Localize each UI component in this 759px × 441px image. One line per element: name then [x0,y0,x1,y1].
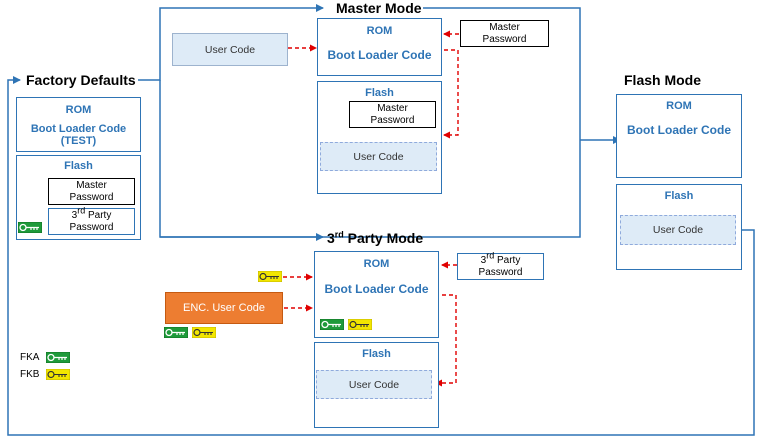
legend-fka-label: FKA [20,352,40,363]
third-tp-line2: Password [478,266,523,278]
master-password-input-box: Master Password [460,20,549,47]
master-mode-title: Master Mode [336,0,422,16]
factory-defaults-title: Factory Defaults [26,72,136,88]
flashmode-rom-box: ROM Boot Loader Code [616,94,742,178]
flow-flash-to-factory [7,76,755,436]
factory-master-password-line1: Master [76,179,107,191]
green-key-icon [164,327,188,338]
master-bootloader-label: Boot Loader Code [327,48,432,62]
factory-master-password-line2: Password [69,191,114,203]
legend-fkb-label: FKB [20,369,40,380]
green-key-icon [18,222,42,233]
third-user-code: User Code [316,370,432,399]
master-flash-box: Flash [317,81,442,194]
green-key-icon [320,319,344,330]
factory-flash-label: Flash [64,160,93,172]
flashmode-rom-label: ROM [666,100,692,112]
factory-tp-line2: Password [69,221,114,233]
flow-factory-to-master [138,4,324,81]
master-flash-password-line1: Master [377,102,408,114]
master-rom-label: ROM [366,25,393,37]
yellow-key-icon [46,369,70,380]
factory-third-party-password: 3rd Party Password [48,205,135,235]
third-rom-label: ROM [363,258,390,270]
master-rom-box: ROM Boot Loader Code [317,18,442,76]
master-flash-label: Flash [365,87,394,99]
third-tp-line1: 3rd Party [480,250,521,266]
third-flash-label: Flash [362,348,391,360]
master-flash-user-code: User Code [320,142,437,171]
third-bootloader-label: Boot Loader Code [324,282,429,296]
master-user-code: User Code [172,33,288,66]
arrow-rom-to-flash [443,49,459,139]
master-flash-password-line2: Password [370,114,415,126]
factory-rom-label: ROM [65,104,92,116]
master-password-line2: Password [482,33,527,45]
flashmode-bootloader-label: Boot Loader Code [627,123,731,137]
factory-bootloader-test-label: (TEST) [60,135,97,147]
third-party-password-box: 3rd Party Password [457,250,544,280]
green-key-icon [46,352,70,363]
flashmode-user-code: User Code [620,215,736,245]
yellow-key-icon [348,319,372,330]
factory-master-password: Master Password [48,178,135,205]
arrow-rom-to-flash-usercode [435,294,457,387]
factory-tp-line1: 3rd Party [71,205,112,221]
yellow-key-icon [192,327,216,338]
flashmode-flash-label: Flash [664,190,694,202]
enc-user-code: ENC. User Code [165,292,283,324]
factory-bootloader-label: Boot Loader Code [30,123,127,135]
flash-mode-title: Flash Mode [624,72,702,88]
mode-flow-lines [7,4,755,436]
factory-rom-box: ROM Boot Loader Code (TEST) [16,97,141,152]
third-party-mode-title: 3rd Party Mode [327,229,424,246]
master-password-line1: Master [489,21,520,33]
yellow-key-icon [258,271,282,282]
dashed-arrows [283,30,459,387]
master-flash-password: Master Password [349,101,436,128]
